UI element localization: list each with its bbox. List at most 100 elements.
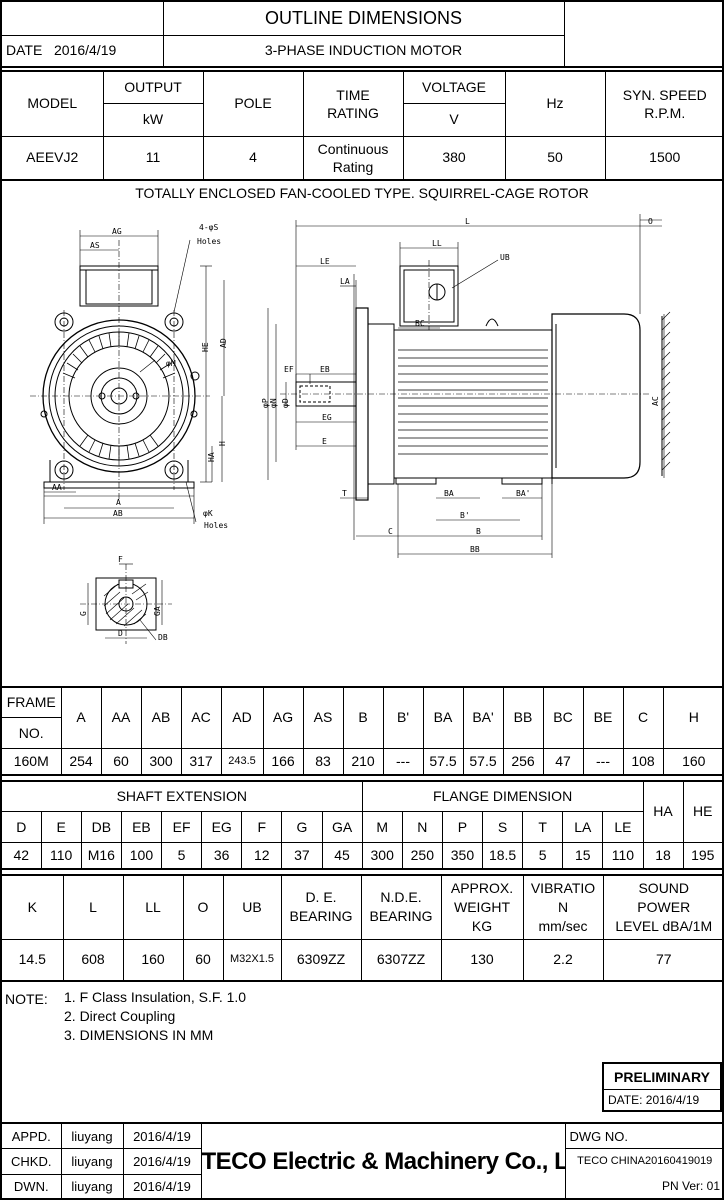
val-a: 254	[60, 747, 102, 776]
lbl-n: φN	[269, 398, 278, 408]
hdr-f: F	[241, 811, 283, 843]
lbl-b2: B'	[460, 511, 470, 520]
snd-1: SOUND	[638, 879, 690, 896]
hdr-o: O	[182, 874, 224, 940]
lbl-eg: EG	[322, 413, 332, 422]
val-ba2: 57.5	[462, 747, 504, 776]
val-g: 37	[281, 841, 323, 870]
header-table: OUTLINE DIMENSIONS DATE 2016/4/19 3-PHAS…	[0, 0, 724, 68]
val-as: 83	[302, 747, 344, 776]
val-s: 18.5	[481, 841, 524, 870]
note-item: 1. F Class Insulation, S.F. 1.0	[64, 989, 247, 1005]
lbl-k: φK	[203, 509, 213, 518]
val-sound: 77	[602, 938, 724, 982]
hdr-ba2: BA'	[462, 686, 504, 749]
val-ba: 57.5	[422, 747, 464, 776]
val-ac: 317	[180, 747, 222, 776]
val-weight: 130	[440, 938, 524, 982]
drawing-caption: TOTALLY ENCLOSED FAN-COOLED TYPE. SQUIRR…	[135, 185, 589, 201]
hdr-le: LE	[602, 811, 644, 843]
lbl-ll: LL	[432, 239, 442, 248]
shaft-flange-table: SHAFT EXTENSION FLANGE DIMENSION HA HE D…	[0, 780, 724, 870]
lbl-ac: AC	[651, 396, 660, 406]
val-t: 5	[522, 841, 564, 870]
header-blank-cell	[0, 0, 164, 36]
hdr-ll: LL	[122, 874, 184, 940]
flange-dimension-label: FLANGE DIMENSION	[361, 780, 644, 813]
speed-label-2: R.P.M.	[644, 104, 686, 121]
val-nde-bearing: 6307ZZ	[360, 938, 442, 982]
wt-2: WEIGHT	[454, 898, 510, 915]
hdr-n: N	[401, 811, 443, 843]
val-eg: 36	[201, 841, 243, 870]
hdr-ub: UB	[222, 874, 282, 940]
hdr-h: H	[662, 686, 724, 749]
title-block: APPD. liuyang 2016/4/19 TECO Electric & …	[0, 1122, 724, 1200]
appd-date: 2016/4/19	[122, 1122, 202, 1150]
val-be: ---	[582, 747, 624, 776]
hdr-la: LA	[562, 811, 604, 843]
notes-list: 1. F Class Insulation, S.F. 1.0 2. Direc…	[64, 988, 246, 1045]
lbl-dd: D	[118, 629, 123, 638]
lbl-holes-top: 4-φS	[199, 223, 218, 232]
lbl-ef: EF	[284, 365, 294, 374]
val-c: 108	[622, 747, 664, 776]
hdr-m: M	[361, 811, 403, 843]
frame-label-1: FRAME	[0, 686, 62, 719]
val-bc: 47	[542, 747, 584, 776]
hdr-ba: BA	[422, 686, 464, 749]
speed-value: 1500	[604, 135, 724, 181]
dwg-no-value: TECO CHINA20160419019	[564, 1148, 724, 1175]
lbl-ha: HA	[207, 452, 216, 462]
preliminary-title: PRELIMINARY	[604, 1064, 720, 1090]
lbl-p: φP	[261, 398, 270, 408]
date-label: DATE	[6, 42, 43, 59]
hdr-ac: AC	[180, 686, 222, 749]
hdr-b2: B'	[382, 686, 424, 749]
lbl-ag: AG	[112, 227, 122, 236]
outline-drawing: AG AS 4-φS Holes HE AD φM H HA AA A AB φ…	[30, 214, 671, 644]
hdr-g: G	[281, 811, 323, 843]
hdr-t: T	[522, 811, 564, 843]
lbl-db: DB	[158, 633, 168, 642]
shaft-extension-label: SHAFT EXTENSION	[0, 780, 363, 813]
hdr-db: DB	[80, 811, 122, 843]
hdr-eg: EG	[201, 811, 243, 843]
wt-1: APPROX.	[450, 879, 514, 896]
hdr-e: E	[40, 811, 82, 843]
lbl-ga: GA	[153, 606, 162, 616]
frame-value: 160M	[0, 747, 62, 776]
voltage-label: VOLTAGE	[402, 70, 506, 105]
hdr-nde-bearing: N.D.E.BEARING	[360, 874, 442, 940]
val-aa: 60	[100, 747, 142, 776]
dwg-no-label: DWG NO.	[564, 1122, 724, 1150]
val-n: 250	[401, 841, 443, 870]
lbl-bb: BB	[470, 545, 480, 554]
val-m: 300	[361, 841, 403, 870]
pole-label: POLE	[202, 70, 304, 137]
lbl-l: L	[465, 217, 470, 226]
lbl-ub: UB	[500, 253, 510, 262]
hdr-ha: HA	[642, 780, 684, 843]
header-date: DATE 2016/4/19	[0, 34, 164, 68]
front-view	[30, 230, 225, 524]
val-ga: 45	[321, 841, 363, 870]
hdr-c: C	[622, 686, 664, 749]
val-ab: 300	[140, 747, 182, 776]
model-label: MODEL	[0, 70, 104, 137]
hdr-bb: BB	[502, 686, 544, 749]
time-value-2: Rating	[332, 158, 374, 175]
preliminary-box: PRELIMINARY DATE: 2016/4/19	[602, 1062, 722, 1112]
lbl-f: F	[118, 555, 123, 564]
val-ag: 166	[262, 747, 304, 776]
hdr-b: B	[342, 686, 384, 749]
dwn-date: 2016/4/19	[122, 1173, 202, 1200]
preliminary-date-label: DATE:	[608, 1093, 643, 1107]
hdr-de-bearing: D. E.BEARING	[280, 874, 362, 940]
lbl-h: H	[218, 441, 227, 446]
snd-3: LEVEL dBA/1M	[615, 917, 713, 934]
note-item: 2. Direct Coupling	[64, 1008, 176, 1024]
val-he: 195	[682, 841, 724, 870]
hdr-aa: AA	[100, 686, 142, 749]
